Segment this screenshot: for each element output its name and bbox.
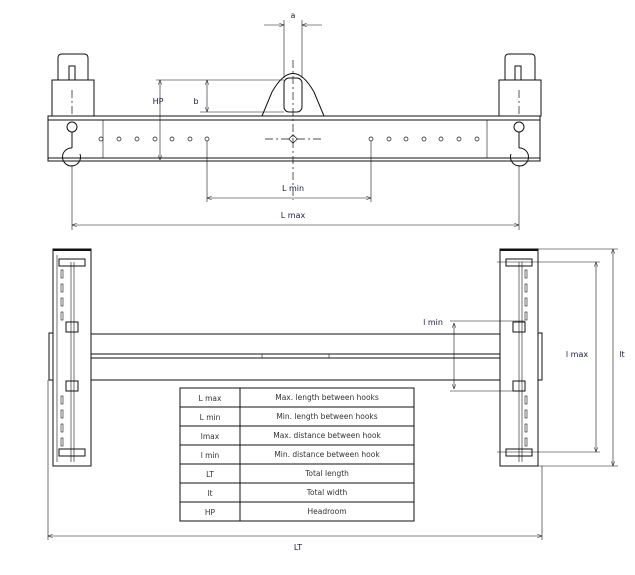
description-cell: Total width bbox=[306, 488, 348, 497]
dim-lmax-label: L max bbox=[281, 211, 306, 220]
symbol-cell: L min bbox=[200, 413, 221, 422]
table-row: lt Total width bbox=[207, 488, 347, 498]
beam-body bbox=[47, 115, 541, 162]
dim-small-lmin-label: l min bbox=[423, 318, 443, 327]
symbol-cell: l min bbox=[201, 451, 220, 460]
description-cell: Headroom bbox=[307, 507, 346, 516]
table-row: lmax Max. distance between hook bbox=[201, 431, 382, 441]
dim-small-lmax-label: l max bbox=[566, 350, 588, 359]
right-handle bbox=[504, 53, 536, 80]
description-cell: Total length bbox=[304, 469, 349, 478]
dim-small-lt-label: lt bbox=[619, 350, 624, 359]
right-hook-icon bbox=[510, 121, 529, 167]
dim-a-label: a bbox=[291, 11, 296, 20]
symbol-cell: L max bbox=[199, 394, 222, 403]
description-cell: Min. length between hooks bbox=[276, 412, 377, 421]
description-cell: Max. length between hooks bbox=[275, 393, 379, 402]
table-row: L max Max. length between hooks bbox=[199, 393, 379, 403]
description-cell: Min. distance between hook bbox=[274, 450, 380, 459]
table-row: l min Min. distance between hook bbox=[201, 450, 381, 460]
left-trolley bbox=[51, 79, 95, 117]
description-cell: Max. distance between hook bbox=[273, 431, 381, 440]
left-handle bbox=[57, 53, 89, 80]
symbol-cell: LT bbox=[206, 470, 214, 479]
plan-view: l min l max lt LT bbox=[47, 248, 625, 552]
plan-beam bbox=[90, 333, 501, 381]
right-trolley bbox=[498, 79, 542, 117]
symbol-cell: lt bbox=[207, 489, 212, 498]
dim-b-label: b bbox=[193, 97, 198, 106]
left-end-carriage bbox=[52, 248, 92, 467]
table-row: HP Headroom bbox=[205, 507, 347, 517]
table-row: L min Min. length between hooks bbox=[200, 412, 378, 422]
symbol-cell: lmax bbox=[201, 432, 220, 441]
symbol-cell: HP bbox=[205, 508, 216, 517]
table-row: LT Total length bbox=[206, 469, 349, 479]
left-hook-icon bbox=[62, 121, 81, 167]
dim-lmin-label: L min bbox=[282, 184, 304, 193]
dim-total-lt-label: LT bbox=[294, 543, 302, 552]
dim-hp-label: HP bbox=[153, 97, 164, 106]
front-view: a HP b L min L max bbox=[47, 11, 542, 230]
